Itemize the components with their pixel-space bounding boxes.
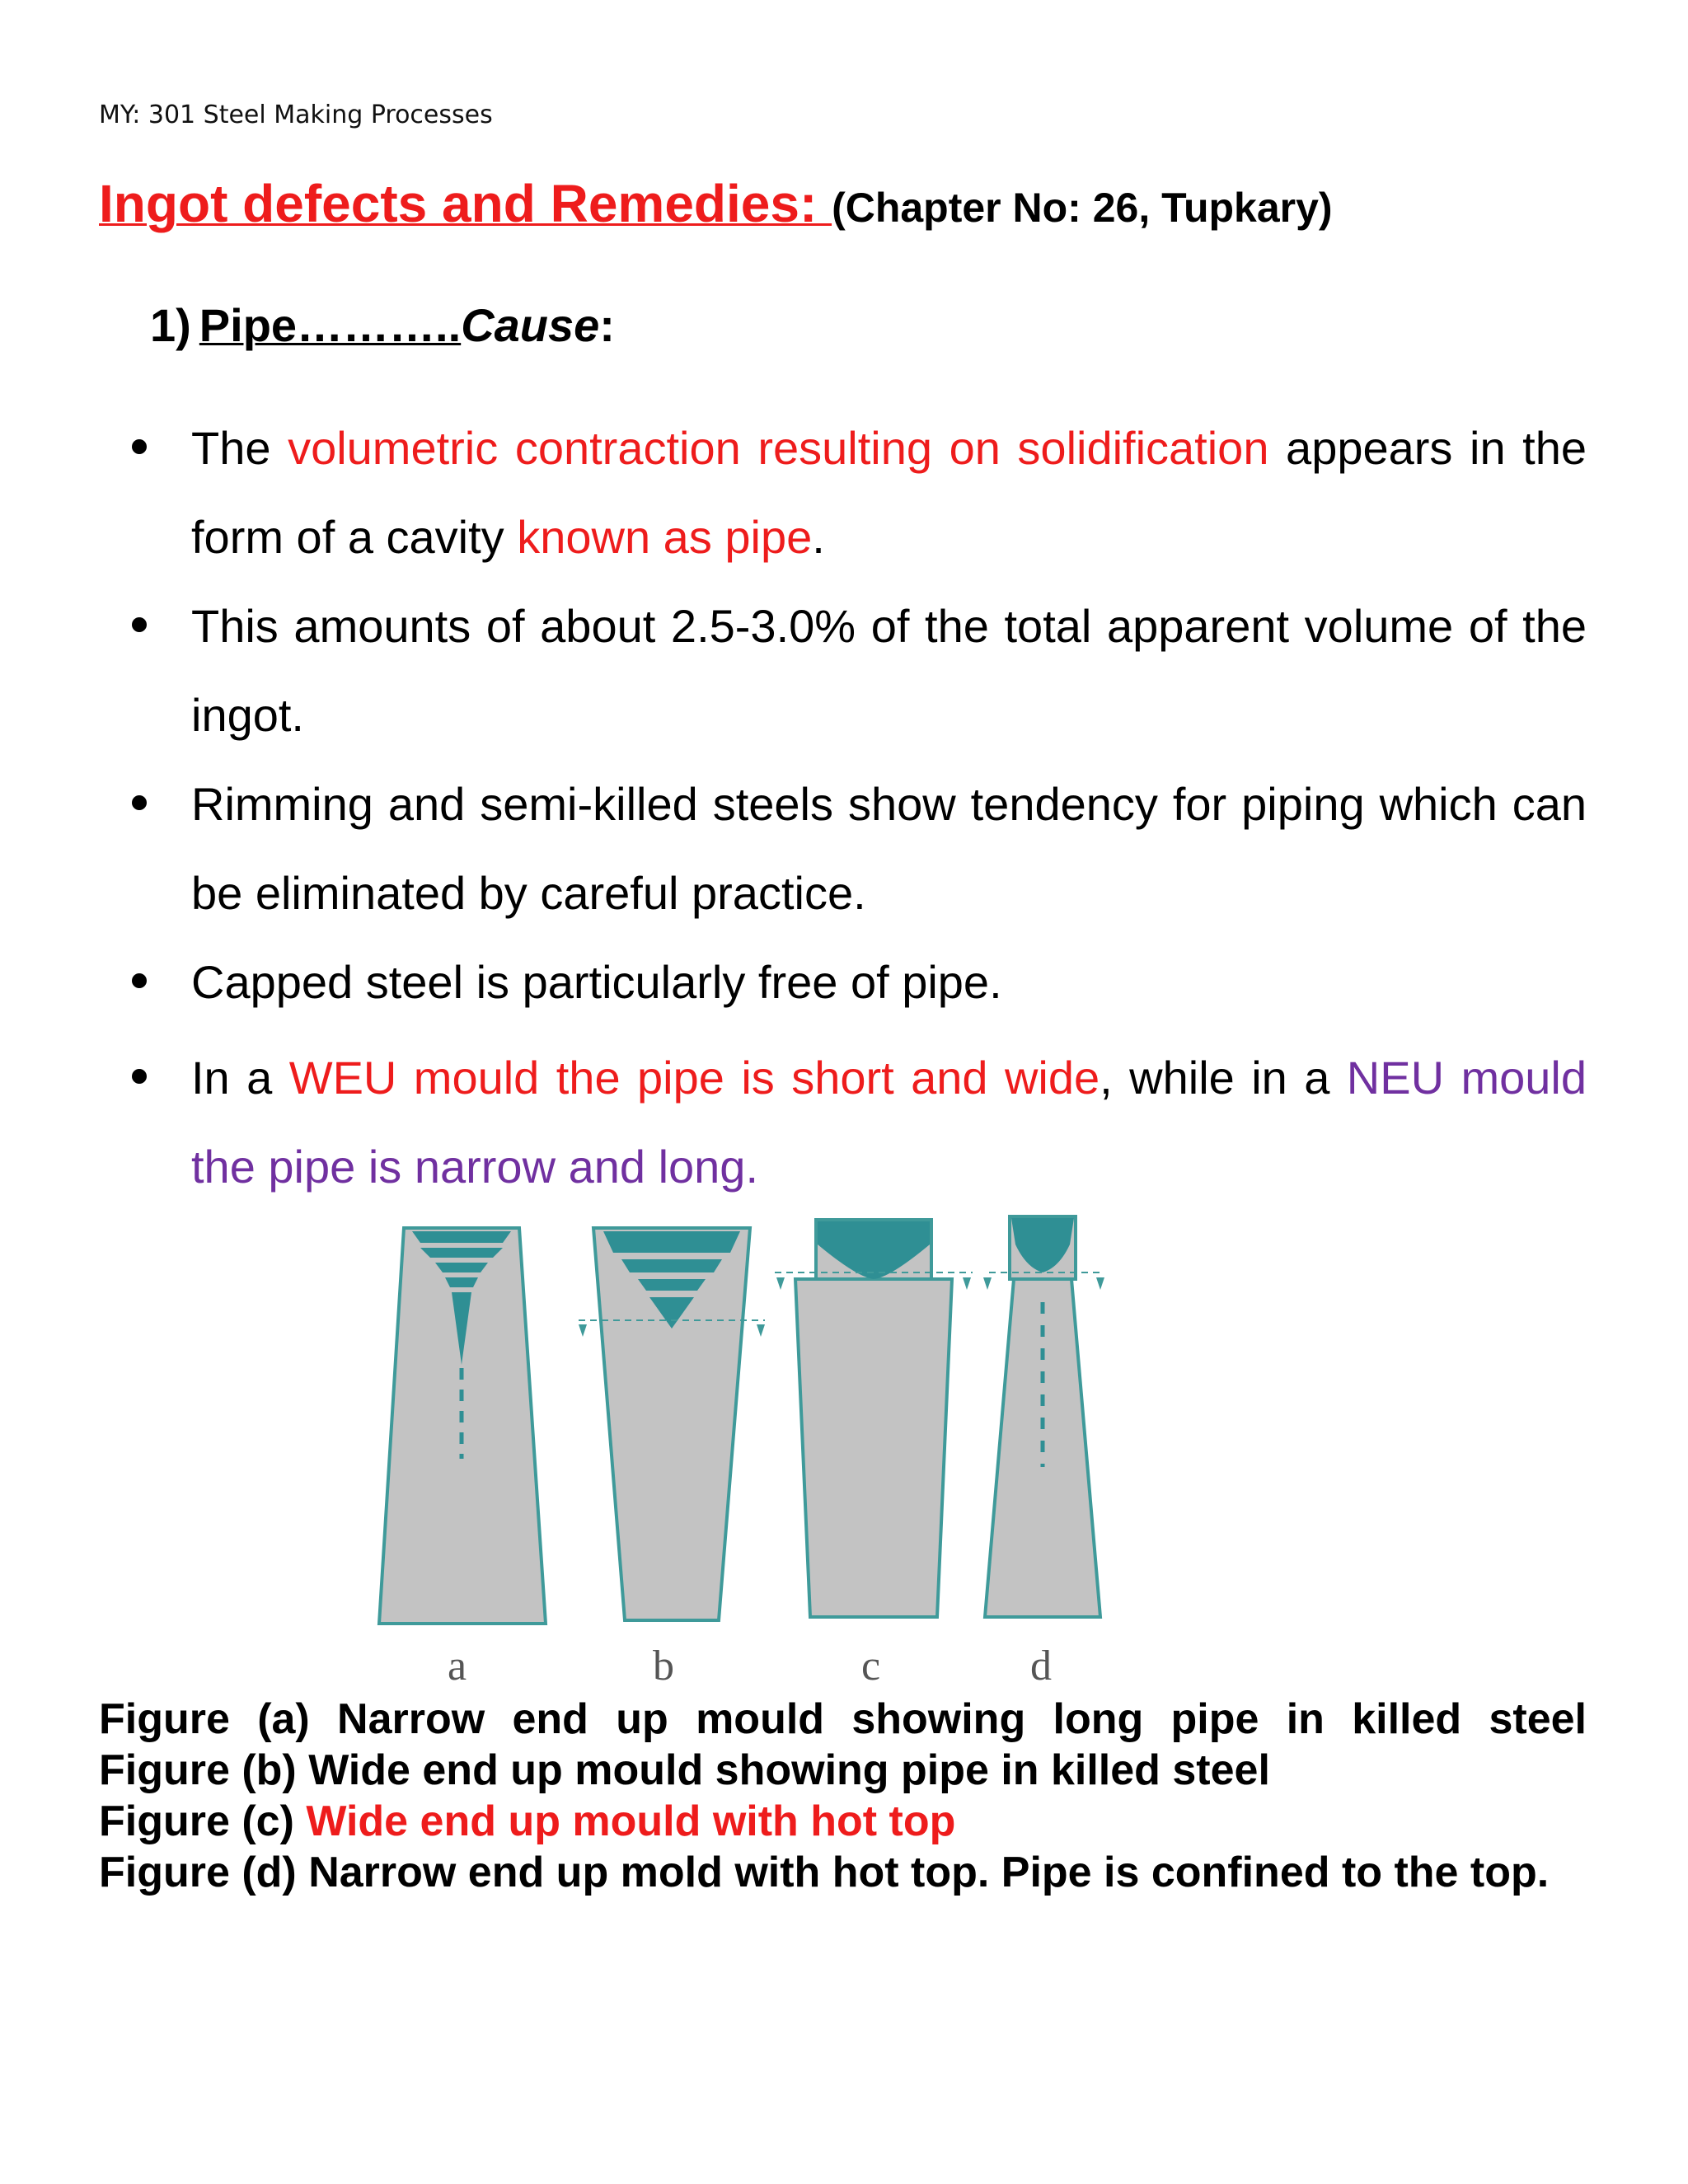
ingot-a-diagram: a	[377, 1226, 548, 1690]
section-colon: :	[599, 299, 615, 351]
ingot-b-diagram: b	[579, 1226, 765, 1690]
bullet-item: The volumetric contraction resulting on …	[124, 404, 1587, 582]
title-main: Ingot defects and Remedies:	[99, 174, 832, 233]
bullet-dot-icon	[132, 617, 147, 632]
section-cause: Cause	[461, 299, 600, 351]
ingot-d-diagram: d	[982, 1215, 1104, 1690]
figure-label-d: d	[1030, 1643, 1052, 1690]
bullet-item: This amounts of about 2.5-3.0% of the to…	[124, 582, 1587, 760]
bullet-dot-icon	[132, 795, 147, 810]
figure-captions: Figure (a) Narrow end up mould showing l…	[99, 1694, 1587, 1898]
bullet-dot-icon	[132, 1069, 147, 1084]
figure-label-b: b	[653, 1643, 674, 1690]
section-name: Pipe………..	[199, 299, 462, 351]
ingot-c-diagram: c	[775, 1218, 973, 1690]
bullet-dot-icon	[132, 439, 147, 454]
bullet-item: In a WEU mould the pipe is short and wid…	[124, 1033, 1587, 1212]
caption-a: Figure (a) Narrow end up mould showing l…	[99, 1695, 1587, 1743]
section-heading: 1)Pipe………..Cause:	[150, 298, 615, 352]
course-header: MY: 301 Steel Making Processes	[99, 101, 493, 129]
caption-c: Figure (c) Wide end up mould with hot to…	[99, 1797, 956, 1845]
bullet-list: The volumetric contraction resulting on …	[124, 404, 1587, 1212]
caption-d: Figure (d) Narrow end up mold with hot t…	[99, 1849, 1550, 1896]
figure-label-c: c	[861, 1643, 880, 1690]
title-chapter-ref: (Chapter No: 26, Tupkary)	[832, 185, 1333, 231]
figure-label-a: a	[448, 1643, 467, 1690]
ingot-pipe-figure: a b c	[377, 1215, 1104, 1690]
page-title: Ingot defects and Remedies: (Chapter No:…	[99, 173, 1333, 234]
section-number: 1)	[150, 299, 191, 351]
bullet-item: Rimming and semi-killed steels show tend…	[124, 760, 1587, 938]
caption-b: Figure (b) Wide end up mould showing pip…	[99, 1746, 1270, 1794]
bullet-item: Capped steel is particularly free of pip…	[124, 938, 1587, 1027]
bullet-dot-icon	[132, 973, 147, 988]
